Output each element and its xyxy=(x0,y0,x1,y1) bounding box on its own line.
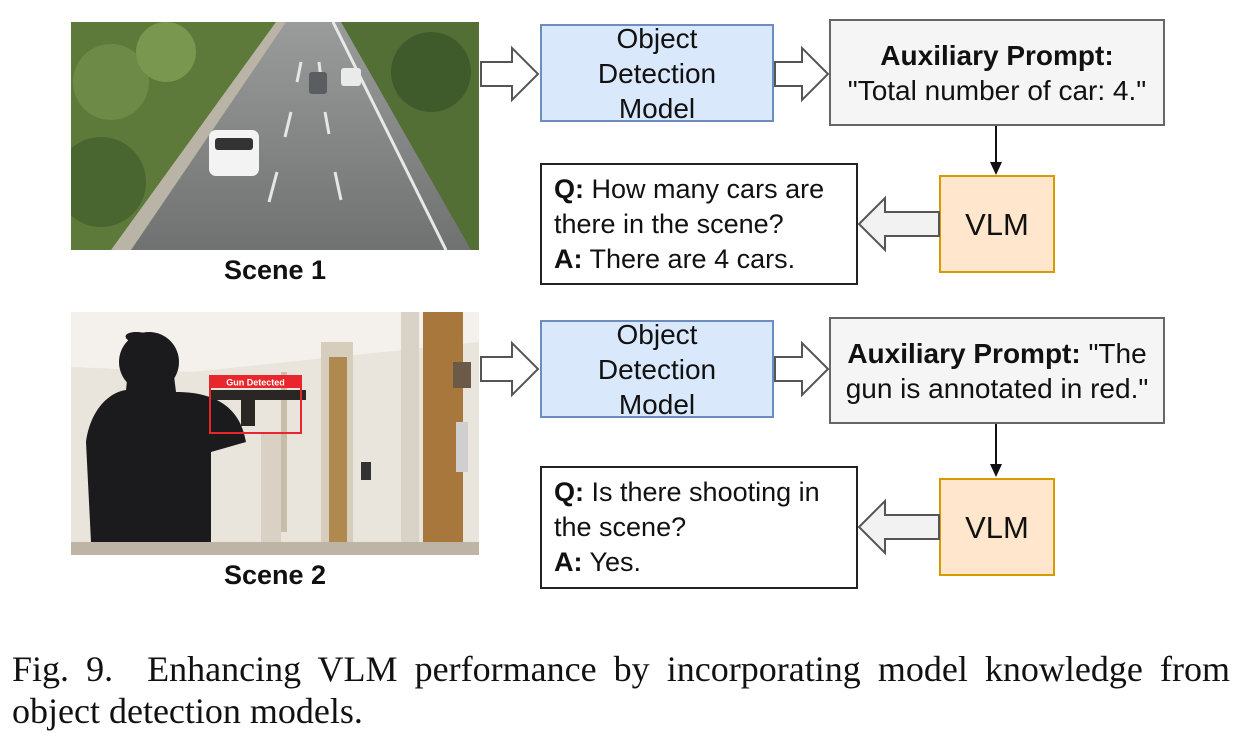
scene1-q-line1: How many cars are xyxy=(591,173,825,204)
scene2-prompt-text-line2: gun is annotated in red." xyxy=(845,372,1149,404)
scene1-arrow-to-answer xyxy=(857,195,940,253)
scene2-vlm-box: VLM xyxy=(939,478,1055,576)
scene2-arrow-to-vlm xyxy=(990,424,1002,477)
scene1-arrow-to-detector xyxy=(480,45,540,103)
scene1-q-label: Q: xyxy=(554,173,584,204)
scene1-label: Scene 1 xyxy=(223,255,327,285)
scene2-arrow-to-answer xyxy=(857,498,940,556)
scene2-prompt-box: Auxiliary Prompt: "The gun is annotated … xyxy=(829,317,1165,424)
scene1-prompt-text: "Total number of car: 4." xyxy=(847,74,1147,106)
scene1-detector-box: Object Detection Model xyxy=(540,23,774,124)
scene2-q-line1: Is there shooting in xyxy=(591,477,820,507)
scene2-image: Gun Detected xyxy=(71,312,479,555)
scene1-qa-box: Q: How many cars are there in the scene?… xyxy=(540,163,858,285)
scene2-vlm-label: VLM xyxy=(965,509,1029,545)
scene2-q-line2: the scene? xyxy=(554,512,687,542)
scene2-arrow-to-detector xyxy=(480,340,540,398)
figure-caption: Fig. 9.Enhancing VLM performance by inco… xyxy=(12,648,1230,732)
scene1-detector-label: Object Detection Model xyxy=(597,22,717,124)
scene2-prompt-title: Auxiliary Prompt: xyxy=(847,337,1081,369)
scene1-prompt-title: Auxiliary Prompt: xyxy=(880,39,1114,71)
scene1-arrow-to-vlm xyxy=(990,126,1002,175)
scene2-detector-box: Object Detection Model xyxy=(540,319,774,420)
scene1-image xyxy=(71,22,479,250)
scene2-a-label: A: xyxy=(554,547,583,577)
caption-text: Enhancing VLM performance by incorporati… xyxy=(12,649,1230,731)
scene1-q-line2: there in the scene? xyxy=(554,208,784,239)
scene1-arrow-to-prompt xyxy=(774,45,830,103)
gun-detected-tag: Gun Detected xyxy=(226,378,285,388)
scene1-prompt-box: Auxiliary Prompt: "Total number of car: … xyxy=(829,19,1165,126)
scene2-a-text: Yes. xyxy=(589,547,642,577)
scene1-vlm-label: VLM xyxy=(965,206,1029,242)
scene2-qa-box: Q: Is there shooting in the scene? A: Ye… xyxy=(540,466,858,589)
scene2-prompt-text-part1: "The xyxy=(1088,337,1147,369)
scene1-vlm-box: VLM xyxy=(939,175,1055,273)
scene2-q-label: Q: xyxy=(554,477,584,507)
scene2-arrow-to-prompt xyxy=(774,340,830,398)
figure-number: Fig. 9. xyxy=(12,649,114,689)
scene1-a-text: There are 4 cars. xyxy=(589,243,796,274)
scene2-label: Scene 2 xyxy=(223,560,327,590)
scene2-detector-label: Object Detection Model xyxy=(597,318,717,420)
scene1-a-label: A: xyxy=(554,243,583,274)
